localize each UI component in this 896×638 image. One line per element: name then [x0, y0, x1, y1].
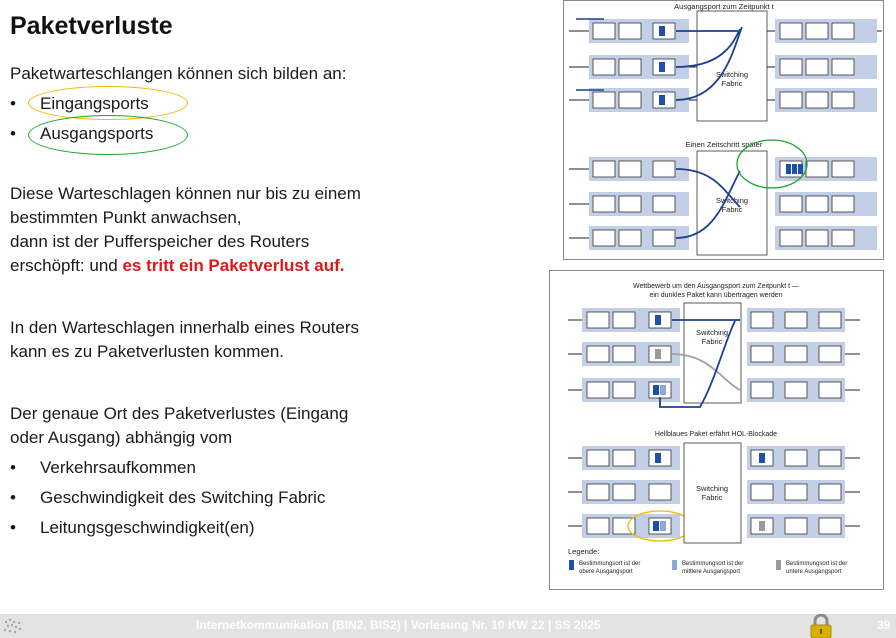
legend-label: mittlere Ausgangsport — [682, 569, 740, 575]
output-queueing-diagram: Ausgangsport zum Zeitpunkt t Einen Zeits… — [569, 2, 882, 256]
legend: Bestimmungsort ist der obere Ausgangspor… — [569, 560, 847, 575]
text-line: oder Ausgang) abhängig vom — [10, 428, 233, 447]
caption-top: Ausgangsport zum Zeitpunkt t — [674, 2, 775, 11]
bullet-icon: • — [10, 94, 16, 113]
fabric-label: Fabric — [722, 205, 743, 214]
bullet-label: Geschwindigkeit des Switching Fabric — [40, 488, 326, 507]
highlight-ellipse-green — [28, 115, 188, 155]
bullet-icon: • — [10, 124, 16, 143]
paragraph-location: Der genaue Ort des Paketverlustes (Einga… — [10, 402, 348, 450]
fabric-label: Switching — [696, 328, 728, 337]
legend-label: obere Ausgangsport — [579, 569, 633, 575]
university-logo-icon — [3, 618, 22, 634]
bullet-icon: • — [10, 458, 16, 477]
page-title: Paketverluste — [10, 12, 173, 40]
output-queueing-figure: Ausgangsport zum Zeitpunkt t Einen Zeits… — [563, 0, 884, 260]
fabric-label: Switching — [716, 196, 748, 205]
switching-fabric — [696, 150, 768, 256]
text-line: bestimmten Punkt anwachsen, — [10, 208, 242, 227]
bullet-label: Verkehrsaufkommen — [40, 458, 196, 477]
legend-label: Bestimmungsort ist der — [579, 561, 640, 567]
bullet-label: Leitungsgeschwindigkeit(en) — [40, 518, 255, 537]
bullet-item: • Verkehrsaufkommen — [10, 456, 196, 480]
hol-blocking-diagram: Wettbewerb um den Ausgangsport zum Zeitp… — [568, 283, 860, 575]
paragraph-buffer: Diese Warteschlagen können nur bis zu ei… — [10, 182, 361, 278]
port-rows-lower: Switching Fabric — [569, 139, 877, 256]
hol-blocking-figure: Wettbewerb um den Ausgangsport zum Zeitp… — [549, 270, 884, 590]
fabric-label: Fabric — [722, 79, 743, 88]
legend-title: Legende: — [568, 547, 599, 556]
bullet-icon: • — [10, 518, 16, 537]
paragraph-router-queues: In den Warteschlagen innerhalb eines Rou… — [10, 316, 359, 364]
fabric-label: Switching — [696, 484, 728, 493]
port-rows-upper: Switching Fabric — [568, 302, 860, 408]
packet-loss-highlight: es tritt ein Paketverlust auf. — [122, 256, 345, 275]
fabric-label: Switching — [716, 70, 748, 79]
caption-hol: Hellblaues Paket erfährt HOL-Blockade — [655, 431, 777, 438]
intro-text: Paketwarteschlangen können sich bilden a… — [10, 64, 347, 83]
legend-label: Bestimmungsort ist der — [786, 561, 847, 567]
bullet-item: • Leitungsgeschwindigkeit(en) — [10, 516, 255, 540]
legend-swatch-gray — [776, 560, 781, 570]
caption-contention: Wettbewerb um den Ausgangsport zum Zeitp… — [633, 283, 799, 290]
text-prefix: erschöpft: und — [10, 256, 123, 275]
legend-label: Bestimmungsort ist der — [682, 561, 743, 567]
highlight-ellipse-green — [736, 139, 808, 189]
caption-contention: ein dunkles Paket kann übertragen werden — [649, 292, 782, 299]
switching-fabric — [683, 302, 742, 404]
text-line: Der genaue Ort des Paketverlustes (Einga… — [10, 404, 349, 423]
switching-fabric — [683, 442, 742, 544]
page-number: 39 — [877, 618, 891, 632]
bullet-item: • Geschwindigkeit des Switching Fabric — [10, 486, 325, 510]
legend-label: untere Ausgangsport — [786, 569, 842, 575]
text-line: kann es zu Paketverlusten kommen. — [10, 342, 285, 361]
caption-later: Einen Zeitschritt später — [686, 140, 763, 149]
port-rows-lower: Switching Fabric — [568, 442, 860, 544]
lock-icon — [810, 614, 832, 638]
footer-text: Internetkommunikation (BIN2, BIS2) | Vor… — [196, 618, 601, 632]
bullet-icon: • — [10, 488, 16, 507]
fabric-label: Fabric — [702, 493, 723, 502]
text-line: Diese Warteschlagen können nur bis zu ei… — [10, 184, 361, 203]
fabric-label: Fabric — [702, 337, 723, 346]
footer-bar: Internetkommunikation (BIN2, BIS2) | Vor… — [0, 614, 896, 638]
legend-swatch-dark — [569, 560, 574, 570]
text-line: dann ist der Pufferspeicher des Routers — [10, 232, 310, 251]
text-line: erschöpft: und es tritt ein Paketverlust… — [10, 254, 361, 278]
port-rows-upper: Switching Fabric — [569, 10, 882, 122]
legend-swatch-light — [672, 560, 677, 570]
switching-fabric — [696, 10, 768, 122]
text-line: In den Warteschlagen innerhalb eines Rou… — [10, 318, 360, 337]
